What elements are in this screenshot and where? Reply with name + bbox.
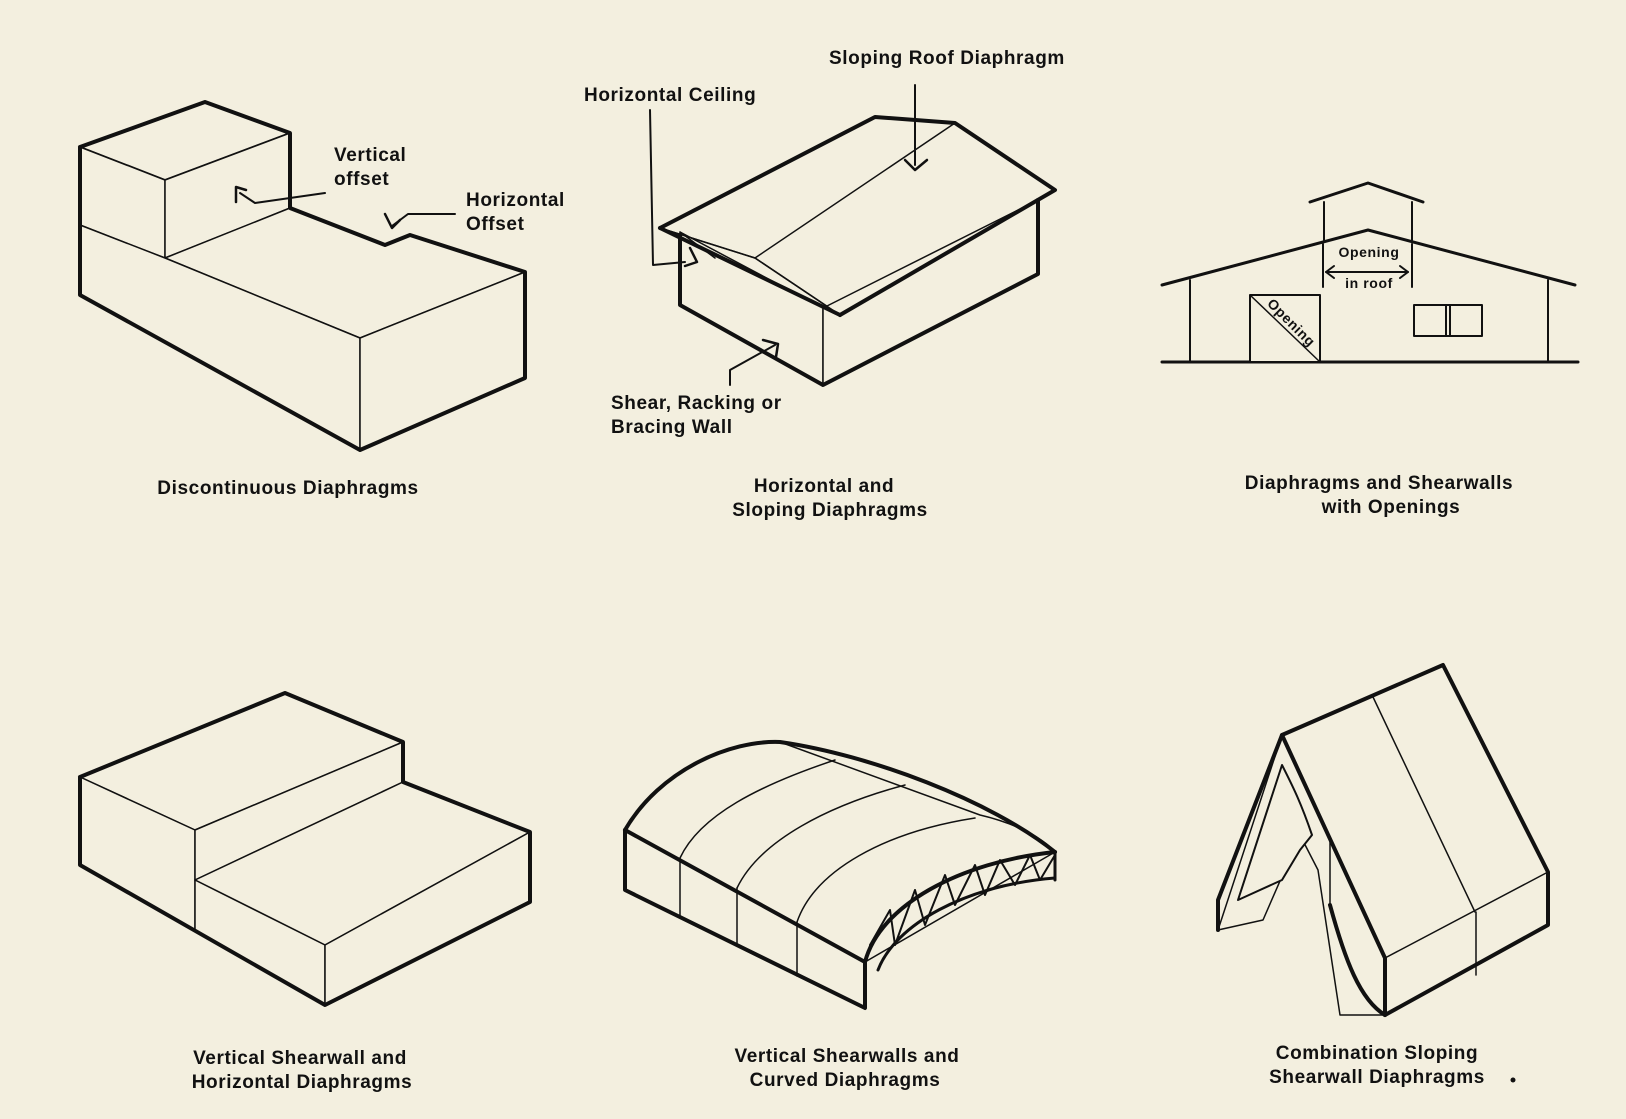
caption-vertical-shearwall-2: Horizontal Diaphragms [192, 1072, 413, 1093]
panel-combination: Combination Sloping Shearwall Diaphragms [1216, 663, 1550, 1088]
caption-sloping-2: Sloping Diaphragms [732, 500, 928, 521]
caption-sloping-1: Horizontal and [754, 476, 894, 497]
a-frame-drawing [1216, 663, 1550, 1017]
gable-house-drawing [649, 84, 1057, 387]
stepped-block-drawing [78, 100, 527, 452]
label-opening-roof-2: in roof [1345, 275, 1393, 291]
label-sloping-roof: Sloping Roof Diaphragm [829, 48, 1065, 69]
label-shear-wall-2: Bracing Wall [611, 417, 733, 438]
panel-vertical-shearwall: Vertical Shearwall and Horizontal Diaphr… [78, 691, 532, 1093]
panel-curved: Vertical Shearwalls and Curved Diaphragm… [623, 739, 1057, 1091]
caption-vertical-shearwall-1: Vertical Shearwall and [193, 1048, 407, 1069]
caption-curved-1: Vertical Shearwalls and [734, 1046, 959, 1067]
panel-discontinuous: Vertical offset Horizontal Offset Discon… [78, 100, 565, 499]
curved-roof-drawing [623, 739, 1057, 1010]
caption-openings-2: with Openings [1321, 497, 1461, 518]
panel-openings: Opening in roof Opening Diaphragms and S… [1160, 181, 1580, 518]
caption-openings-1: Diaphragms and Shearwalls [1245, 473, 1513, 494]
label-vertical-offset-1: Vertical [334, 145, 406, 166]
caption-discontinuous: Discontinuous Diaphragms [157, 478, 418, 499]
elevation-drawing [1160, 181, 1580, 364]
caption-combination-1: Combination Sloping [1276, 1043, 1478, 1064]
label-opening-roof-1: Opening [1339, 244, 1400, 260]
two-level-block-drawing [78, 691, 532, 1007]
label-shear-wall-1: Shear, Racking or [611, 393, 782, 414]
caption-combination-2: Shearwall Diaphragms [1269, 1067, 1485, 1088]
caption-dot [1510, 1077, 1516, 1083]
label-horizontal-offset-1: Horizontal [466, 190, 565, 211]
label-vertical-offset-2: offset [334, 169, 389, 190]
panel-sloping: Sloping Roof Diaphragm Horizontal Ceilin… [584, 48, 1065, 521]
caption-curved-2: Curved Diaphragms [750, 1070, 941, 1091]
label-horizontal-ceiling: Horizontal Ceiling [584, 85, 756, 106]
label-horizontal-offset-2: Offset [466, 214, 525, 235]
